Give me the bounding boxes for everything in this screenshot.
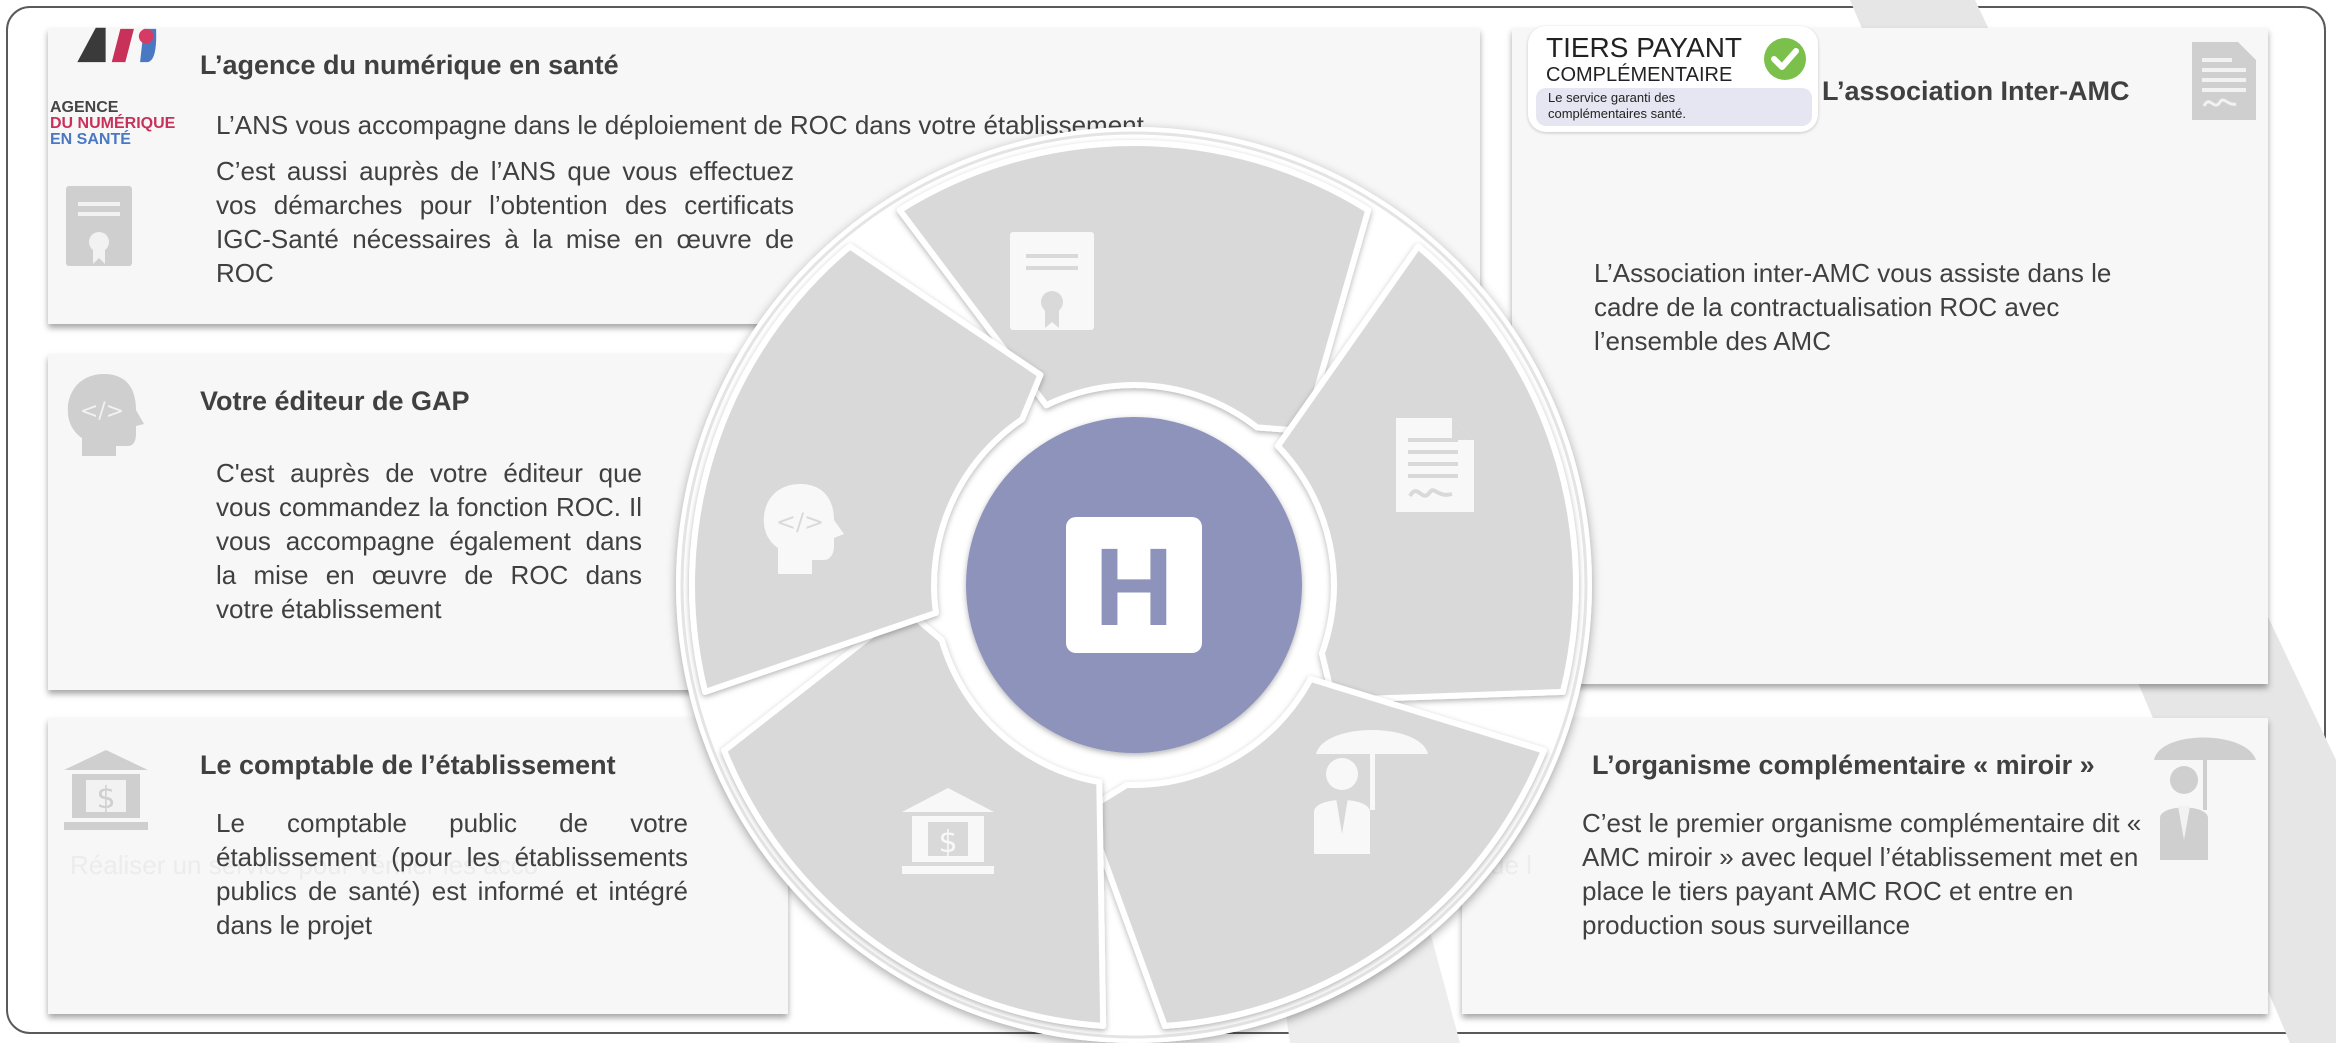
- miroir-title: L’organisme complémentaire « miroir »: [1592, 750, 2095, 780]
- wheel-insurance-icon: [1314, 730, 1428, 854]
- card-miroir: [1462, 718, 2268, 1014]
- comptable-title: Le comptable de l’établissement: [200, 750, 616, 780]
- svg-text:$: $: [938, 825, 957, 860]
- ans-line1: L’ANS vous accompagne dans le déploiemen…: [216, 110, 1144, 140]
- comptable-faint-text: Réaliser un service pour vérifier les ac…: [70, 850, 539, 880]
- card-inter-amc: [1512, 28, 2268, 684]
- ans-logo-line-3: EN SANTÉ: [50, 131, 131, 148]
- wheel-contract-icon: [1396, 418, 1474, 512]
- card-comptable: [48, 718, 788, 1014]
- editeur-body: C'est auprès de votre éditeur que vous c…: [216, 458, 642, 624]
- wheel-segment-editeur: [689, 243, 1044, 695]
- wheel-bank-icon: $: [902, 788, 994, 874]
- card-editeur: [48, 354, 738, 690]
- wheel-certificate-icon: [1010, 232, 1094, 330]
- bank-icon: $: [64, 750, 148, 830]
- certificate-icon: [66, 186, 132, 266]
- contract-document-icon: [2192, 42, 2256, 120]
- ans-logo: [77, 27, 157, 63]
- tiers-payant-logo-tagline: Le service garanti des complémentaires s…: [1548, 90, 1687, 121]
- inter-amc-body: L’Association inter-AMC vous assiste dan…: [1594, 258, 2112, 356]
- svg-text:$: $: [96, 781, 115, 816]
- developer-head-icon: </>: [67, 374, 144, 456]
- check-icon: [1764, 38, 1806, 80]
- miroir-body: C’est le premier organisme complémentair…: [1582, 808, 2142, 940]
- editeur-title: Votre éditeur de GAP: [200, 386, 470, 416]
- hospital-letter: H: [1094, 526, 1173, 649]
- ans-logo-line-2: DU NUMÉRIQUE: [50, 115, 176, 132]
- hospital-icon: [1066, 517, 1202, 653]
- inter-amc-title: L’association Inter-AMC: [1822, 76, 2130, 106]
- wheel-developer-icon: </>: [763, 484, 844, 574]
- insurance-umbrella-icon: [2154, 737, 2256, 860]
- ans-logo-line-1: AGENCE: [50, 99, 119, 116]
- svg-text:</>: </>: [776, 508, 824, 536]
- tiers-payant-logo-line2: COMPLÉMENTAIRE: [1546, 64, 1733, 86]
- tiers-payant-logo-line1: TIERS PAYANT: [1546, 32, 1743, 63]
- comptable-body: Le comptable public de votre établisseme…: [216, 808, 688, 940]
- ans-body: C’est aussi auprès de l’ANS que vous eff…: [216, 156, 794, 288]
- ans-title: L’agence du numérique en santé: [200, 50, 619, 80]
- tiers-payant-logo: TIERS PAYANT COMPLÉMENTAIRE Le service g…: [1528, 26, 1818, 132]
- svg-text:</>: </>: [80, 399, 124, 424]
